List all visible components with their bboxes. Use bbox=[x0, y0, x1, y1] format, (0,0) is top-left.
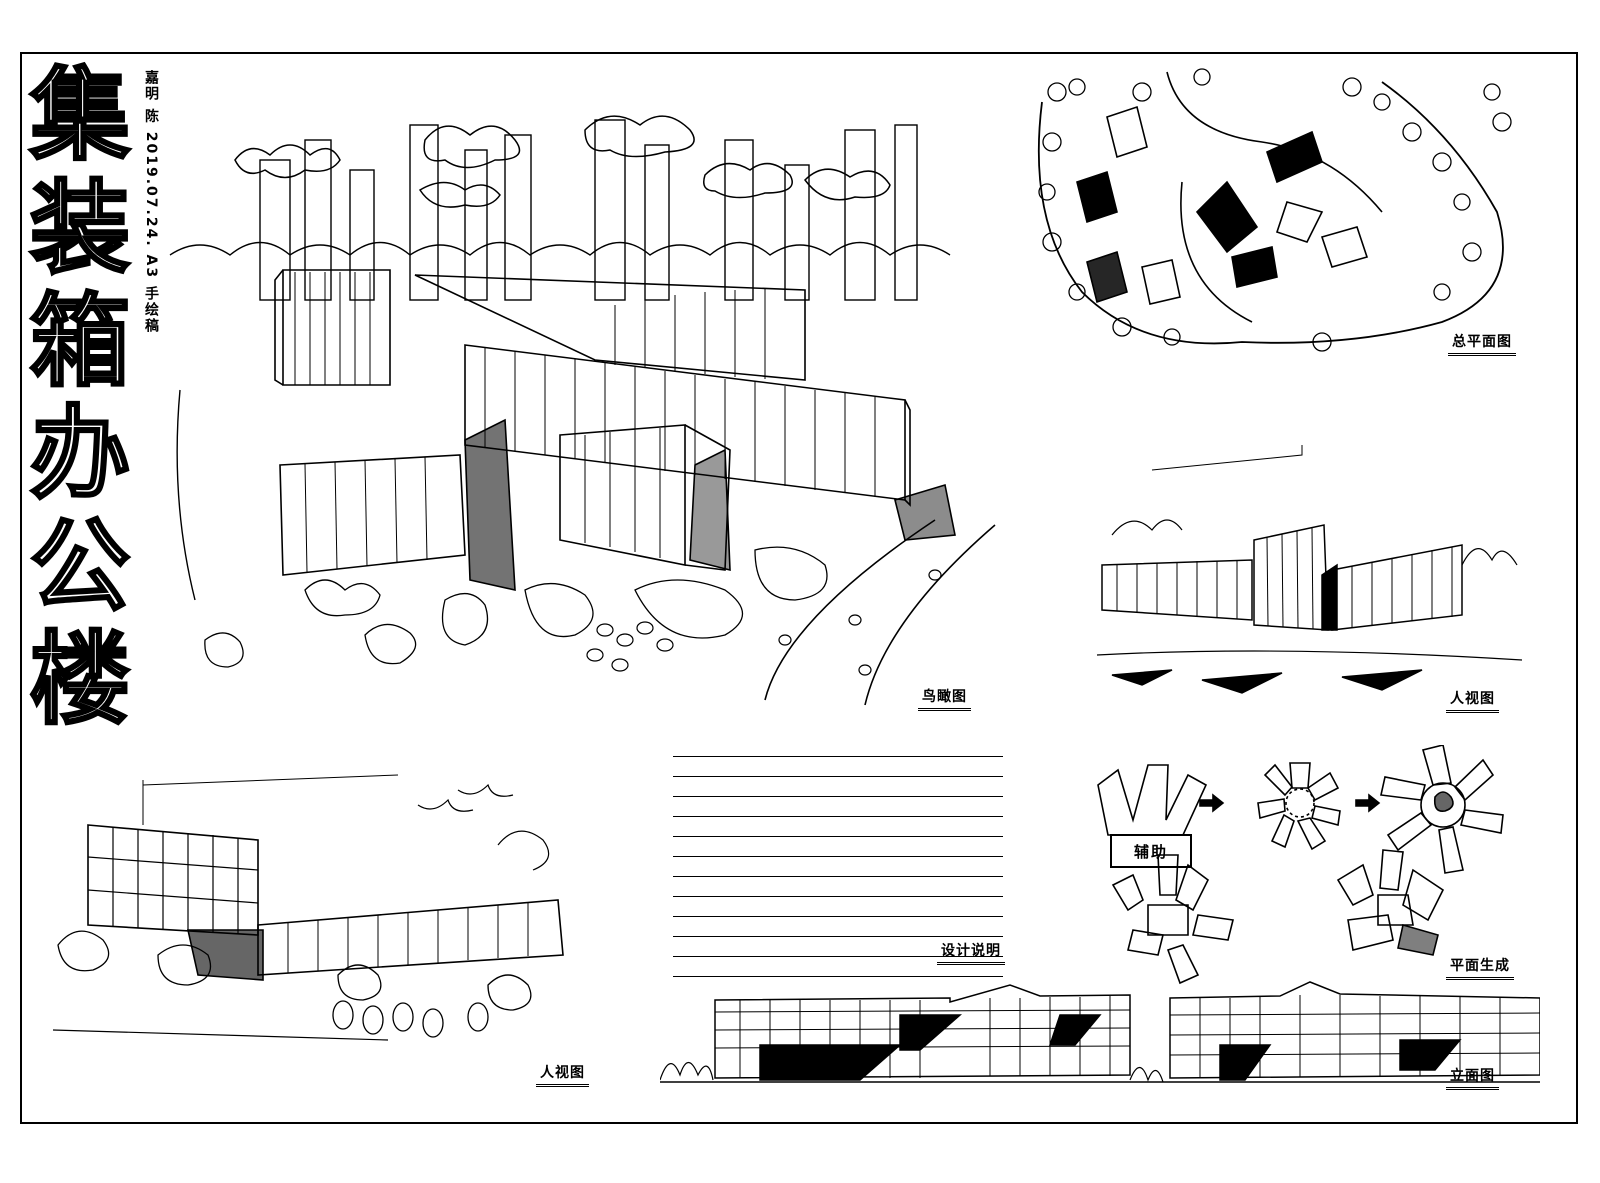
note-line bbox=[673, 837, 1003, 857]
note-line bbox=[673, 757, 1003, 777]
caption-elevation: 立面图 bbox=[1446, 1065, 1499, 1090]
plan-generation-diagram bbox=[1088, 745, 1538, 995]
note-line bbox=[673, 957, 1003, 977]
title-char: 办 bbox=[29, 394, 132, 513]
title-char: 装 bbox=[29, 168, 132, 287]
diagram-label-box: 辅助 bbox=[1110, 834, 1192, 868]
title-char: 箱 bbox=[29, 281, 132, 400]
title-char: 公 bbox=[29, 507, 132, 626]
note-line bbox=[673, 937, 1003, 957]
left-perspective-sketch bbox=[38, 745, 613, 1060]
caption-perspective-right: 人视图 bbox=[1446, 688, 1499, 713]
caption-perspective-left: 人视图 bbox=[536, 1062, 589, 1087]
caption-aerial: 鸟瞰图 bbox=[918, 686, 971, 711]
drawing-sheet-border bbox=[20, 52, 1578, 1124]
elevation-sketch bbox=[660, 970, 1540, 1090]
site-plan-sketch bbox=[1022, 62, 1532, 352]
title-char: 楼 bbox=[29, 619, 132, 738]
aerial-view-sketch bbox=[165, 80, 1005, 710]
note-line bbox=[673, 737, 1003, 757]
caption-plan-generation: 平面生成 bbox=[1446, 955, 1514, 980]
caption-site-plan: 总平面图 bbox=[1448, 331, 1516, 356]
note-line bbox=[673, 897, 1003, 917]
note-line bbox=[673, 817, 1003, 837]
author-signature: 嘉明 陈 2019.07.24. A3 手绘稿 bbox=[143, 70, 159, 334]
note-line bbox=[673, 857, 1003, 877]
note-line bbox=[673, 777, 1003, 797]
note-line bbox=[673, 877, 1003, 897]
design-notes-lines bbox=[673, 737, 1003, 977]
right-perspective-sketch bbox=[1082, 415, 1532, 710]
note-line bbox=[673, 797, 1003, 817]
caption-design-notes: 设计说明 bbox=[937, 940, 1005, 965]
vertical-title: 集 装 箱 办 公 楼 bbox=[24, 56, 136, 738]
title-char: 集 bbox=[29, 56, 132, 174]
note-line bbox=[673, 917, 1003, 937]
